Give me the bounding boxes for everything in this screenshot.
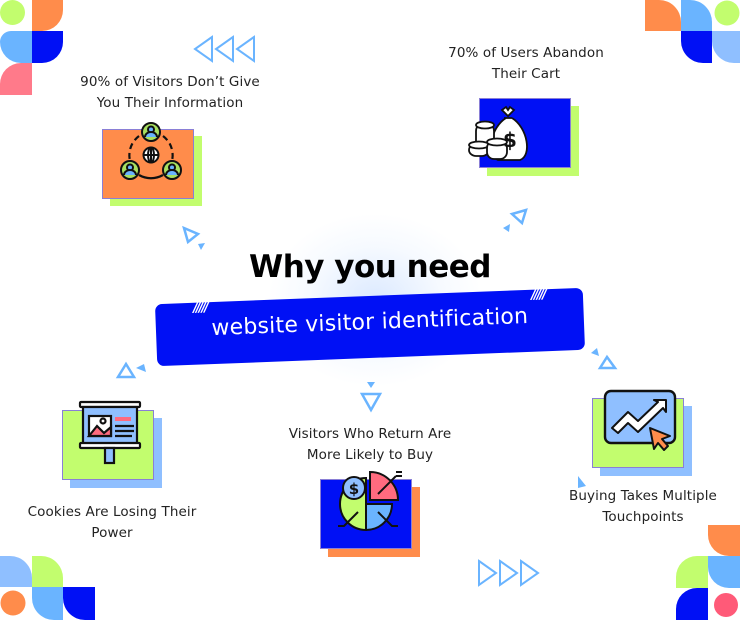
svg-text:$: $ [349,480,359,498]
network-users-globe-icon [120,122,182,180]
item-caption: 90% of Visitors Don’t Give You Their Inf… [40,72,300,114]
triangle-pointer-icon [578,476,586,488]
triangle-pointer-icon [182,225,205,250]
corner-decoration-top-left [0,0,63,95]
triangle-pointer-icon [359,382,383,413]
headline: Why you need [249,249,491,285]
item-caption: Cookies Are Losing Their Power [0,502,224,544]
triangle-pointer-icon [591,348,618,370]
corner-decoration-bottom-right [676,525,740,620]
item-caption: Visitors Who Return Are More Likely to B… [250,424,490,466]
corner-decoration-bottom-left [0,556,95,620]
headline-banner: ///// ///// website visitor identificati… [154,287,586,367]
trend-chart-cursor-icon [603,389,677,451]
caption-line: Their Cart [491,66,561,82]
caption-line: 70% of Users Abandon [448,45,604,61]
billboard-icon [78,400,142,465]
svg-text:$: $ [503,128,517,152]
money-bag-coins-icon: $ [468,105,528,161]
item-caption: 70% of Users Abandon Their Cart [396,43,656,85]
chevrons-right-icon [478,559,540,587]
triangle-pointer-icon [503,208,528,232]
caption-line: You Their Information [96,95,244,111]
triangle-pointer-icon [115,361,146,379]
item-caption: Buying Takes Multiple Touchpoints [546,486,740,528]
headline-banner-text: website visitor identification [210,303,529,342]
caption-line: Touchpoints [602,509,684,525]
caption-line: More Likely to Buy [306,447,434,463]
caption-line: Buying Takes Multiple [569,488,717,504]
caption-line: Visitors Who Return Are [288,426,452,442]
pie-chart-dollar-icon: $ [338,470,402,532]
hatch-decoration: ///// [192,300,208,316]
chevrons-left-icon [193,35,255,63]
caption-line: Power [91,525,133,541]
hatch-decoration: ///// [530,287,546,303]
caption-line: Cookies Are Losing Their [27,504,197,520]
caption-line: 90% of Visitors Don’t Give [80,74,260,90]
corner-decoration-top-right [645,0,740,63]
